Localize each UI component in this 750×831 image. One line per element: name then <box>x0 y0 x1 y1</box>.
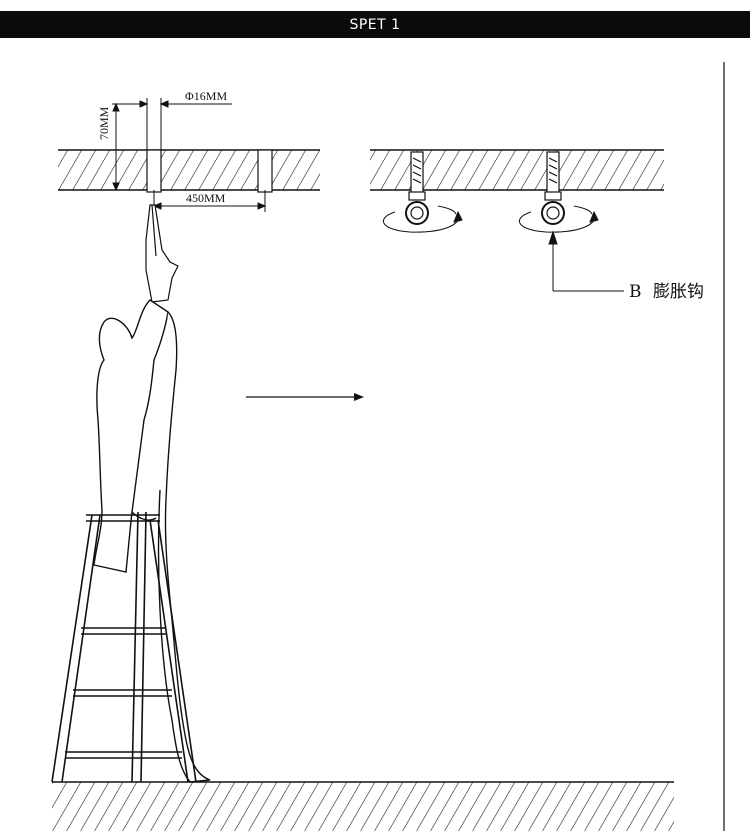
diameter-dimension <box>128 98 232 150</box>
spacing-dimension <box>152 190 267 212</box>
expansion-hook-right <box>541 151 565 225</box>
ladder <box>51 511 197 783</box>
callout-letter: B <box>629 282 642 302</box>
depth-dimension <box>112 102 147 192</box>
step-title: SPET 1 <box>349 16 401 33</box>
diameter-label: Φ16MM <box>185 89 227 103</box>
next-step-arrow <box>246 393 364 401</box>
drill-bit <box>145 204 179 303</box>
step-header-bar: SPET 1 <box>0 11 750 38</box>
callout-leader <box>548 230 624 292</box>
left-ceiling <box>58 149 320 193</box>
floor <box>52 781 674 831</box>
spacing-label: 450MM <box>186 191 226 205</box>
person-silhouette <box>93 299 211 783</box>
drill-hole-right <box>257 149 273 193</box>
depth-label: 70MM <box>97 106 111 140</box>
expansion-hook-left <box>405 151 429 225</box>
drill-hole-left <box>146 149 162 193</box>
callout-label: 膨胀钩 <box>653 282 704 302</box>
rotate-arrow-right <box>518 205 599 233</box>
rotate-arrow-left <box>382 205 463 233</box>
